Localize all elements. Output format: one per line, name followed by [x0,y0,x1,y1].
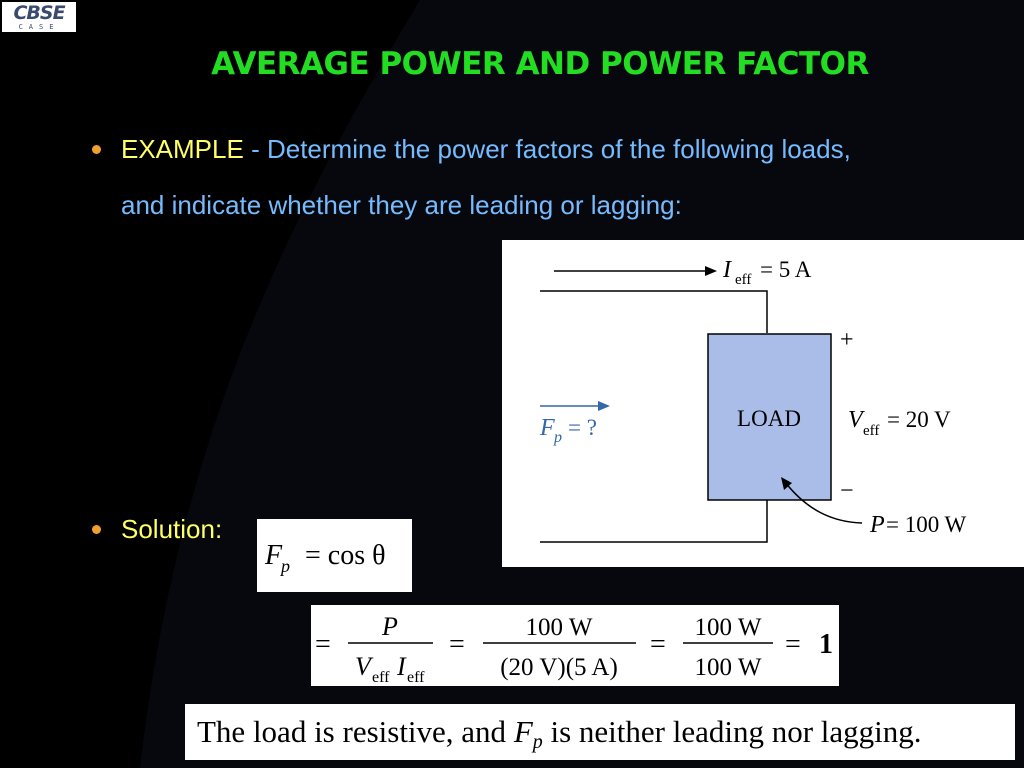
conclusion-part-1: The load is resistive, and [197,714,514,749]
eq2-f1-den-i: I [396,652,407,681]
equation-2: = P V eff I eff = 100 W (20 V)(5 A) = 10… [315,612,833,686]
solution-label: Solution: [121,514,223,544]
voltage-sub: eff [863,423,879,439]
voltage-value: = 20 V [887,407,951,432]
example-dash: - [251,134,260,164]
conclusion-text: The load is resistive, and Fp is neither… [197,714,922,754]
logo-sub-text: CASE [18,23,60,31]
eq2-equals-4: = [785,629,801,660]
example-label: EXAMPLE [121,134,244,164]
eq2-f2-num: 100 W [526,614,593,641]
equation-1-box: F p = cos θ [257,519,412,592]
logo-main-text: CBSE [13,2,65,24]
current-value: = 5 A [760,257,812,282]
circuit-figure: I eff = 5 A LOAD + − V eff = 20 V F p = … [502,240,1024,567]
power-pointer-head [781,477,792,490]
eq1-lhs-sub: p [279,556,290,576]
bullet-solution [92,525,101,534]
power-pointer [784,481,863,524]
bottom-wire [540,500,768,543]
power-label: P [869,512,885,538]
eq2-equals-3: = [650,629,666,660]
eq2-f1-num: P [381,612,398,641]
equation-1: F p = cos θ [264,540,386,576]
fp-label: F [539,415,555,441]
eq1-rhs: = cos θ [305,540,386,571]
fp-arrowhead [598,401,610,411]
eq2-equals-1: = [315,629,331,660]
logo: CBSE CASE [2,2,76,32]
eq2-result: 1 [819,629,833,660]
load-label: LOAD [737,406,801,431]
power-value: = 100 W [886,512,967,537]
eq2-equals-2: = [449,629,465,660]
equation-2-box: = P V eff I eff = 100 W (20 V)(5 A) = 10… [311,605,839,686]
eq2-f3-num: 100 W [695,614,762,641]
fp-value: = ? [568,415,597,440]
eq2-f1-den-sub2: eff [407,669,425,686]
example-line-1: EXAMPLE - Determine the power factors of… [121,134,851,164]
conclusion-part-2: is neither leading nor lagging. [542,714,922,749]
load-box [707,333,832,501]
bullet-example [92,145,101,154]
minus-sign: − [840,478,854,504]
eq1-lhs: F [264,540,283,571]
top-wire [540,290,768,333]
circuit-diagram: I eff = 5 A LOAD + − V eff = 20 V F p = … [539,257,967,543]
example-text-2: and indicate whether they are leading or… [121,190,682,220]
eq2-f3-den: 100 W [695,654,762,681]
current-label: I [722,257,732,283]
eq2-f2-den: (20 V)(5 A) [500,654,618,681]
eq2-f1-den-v: V [355,652,374,681]
conclusion-box: The load is resistive, and Fp is neither… [185,704,1015,760]
fp-sub: p [553,429,562,446]
slide-title: AVERAGE POWER AND POWER FACTOR [211,46,869,82]
example-text-1: Determine the power factors of the follo… [266,134,851,164]
current-arrowhead [705,266,717,276]
conclusion-fp-sub: p [532,731,543,753]
conclusion-fp: F [513,714,533,749]
voltage-label: V [848,407,865,433]
eq2-f1-den-sub1: eff [372,669,390,686]
plus-sign: + [840,327,854,353]
current-sub: eff [735,272,751,288]
